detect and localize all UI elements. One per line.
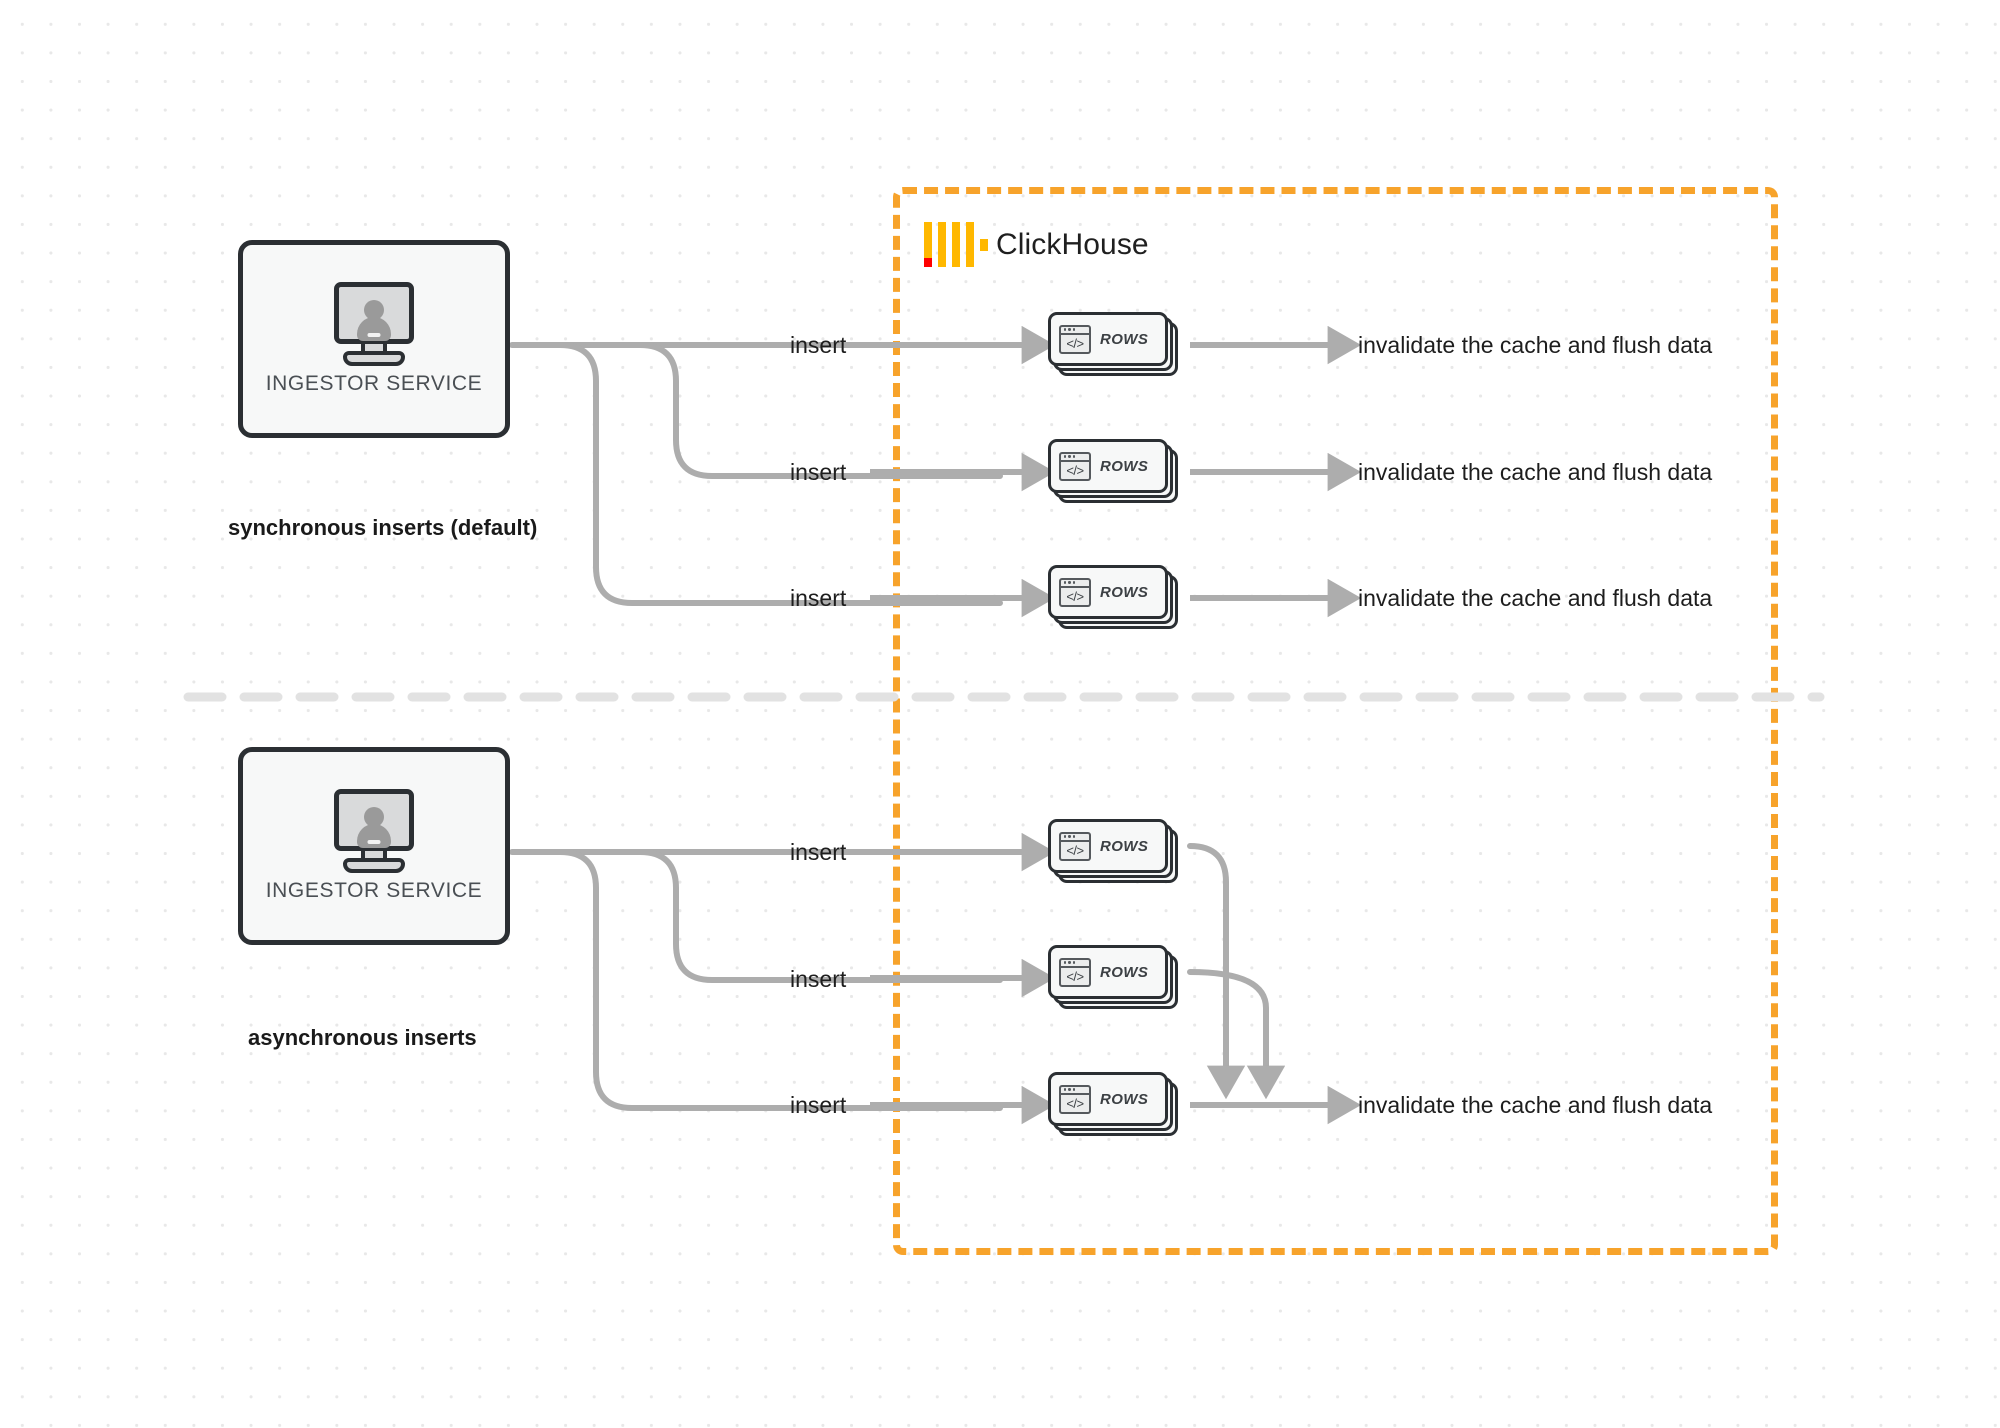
monitor-neck — [361, 851, 387, 862]
clickhouse-logo-group: ClickHouse — [924, 222, 1149, 267]
rows-label: ROWS — [1100, 457, 1149, 475]
logo-bar-2 — [938, 222, 946, 267]
code-glyph: </> — [1066, 1095, 1084, 1111]
code-window-titlebar — [1061, 834, 1089, 842]
rows-node-sync-3[interactable]: </> ROWS — [1048, 565, 1178, 629]
code-glyph: </> — [1066, 335, 1084, 351]
logo-bar-red-accent — [924, 258, 932, 267]
code-glyph: </> — [1066, 968, 1084, 984]
clickhouse-wordmark: ClickHouse — [996, 227, 1149, 261]
code-window-titlebar — [1061, 1087, 1089, 1095]
rows-label: ROWS — [1100, 330, 1149, 348]
rows-node-async-2[interactable]: </> ROWS — [1048, 945, 1178, 1009]
clickhouse-boundary — [893, 187, 1778, 1255]
monitor-indicator — [367, 840, 381, 844]
ingestor-label: INGESTOR SERVICE — [265, 372, 483, 395]
rows-card: </> ROWS — [1048, 945, 1168, 999]
monitor-user-icon — [328, 789, 420, 873]
monitor-base — [343, 351, 405, 366]
logo-bar-3 — [952, 222, 960, 267]
rows-label: ROWS — [1100, 837, 1149, 855]
code-window-icon: </> — [1059, 831, 1091, 861]
rows-card: </> ROWS — [1048, 819, 1168, 873]
out-label-sync-2: invalidate the cache and flush data — [1358, 459, 1713, 485]
rows-card: </> ROWS — [1048, 439, 1168, 493]
code-glyph: </> — [1066, 842, 1084, 858]
code-window-icon: </> — [1059, 1084, 1091, 1114]
insert-label-sync-1: insert — [790, 332, 847, 358]
logo-bar-4 — [966, 222, 974, 267]
code-window-titlebar — [1061, 327, 1089, 335]
rows-node-async-1[interactable]: </> ROWS — [1048, 819, 1178, 883]
rows-node-sync-2[interactable]: </> ROWS — [1048, 439, 1178, 503]
rows-card: </> ROWS — [1048, 565, 1168, 619]
rows-card: </> ROWS — [1048, 312, 1168, 366]
insert-label-sync-2: insert — [790, 459, 847, 485]
user-head-icon — [364, 807, 384, 827]
monitor-neck — [361, 344, 387, 355]
code-glyph: </> — [1066, 462, 1084, 478]
user-body-icon — [357, 824, 391, 848]
insert-label-async-3: insert — [790, 1092, 847, 1118]
rows-label: ROWS — [1100, 583, 1149, 601]
insert-label-sync-3: insert — [790, 585, 847, 611]
section-caption-sync: synchronous inserts (default) — [228, 515, 538, 540]
ingestor-service-sync[interactable]: INGESTOR SERVICE — [238, 240, 510, 438]
code-window-icon: </> — [1059, 324, 1091, 354]
section-caption-async: asynchronous inserts — [248, 1025, 477, 1050]
clickhouse-logo — [924, 222, 988, 267]
insert-label-async-1: insert — [790, 839, 847, 865]
code-window-titlebar — [1061, 960, 1089, 968]
rows-label: ROWS — [1100, 1090, 1149, 1108]
rows-node-async-3[interactable]: </> ROWS — [1048, 1072, 1178, 1136]
rows-node-sync-1[interactable]: </> ROWS — [1048, 312, 1178, 376]
code-window-icon: </> — [1059, 957, 1091, 987]
user-body-icon — [357, 317, 391, 341]
monitor-indicator — [367, 333, 381, 337]
logo-bar-small — [980, 239, 988, 251]
code-glyph: </> — [1066, 588, 1084, 604]
ingestor-service-async[interactable]: INGESTOR SERVICE — [238, 747, 510, 945]
monitor-screen — [334, 282, 414, 344]
out-label-async: invalidate the cache and flush data — [1358, 1092, 1713, 1118]
monitor-base — [343, 858, 405, 873]
out-label-sync-3: invalidate the cache and flush data — [1358, 585, 1713, 611]
monitor-user-icon — [328, 282, 420, 366]
out-label-sync-1: invalidate the cache and flush data — [1358, 332, 1713, 358]
user-head-icon — [364, 300, 384, 320]
code-window-icon: </> — [1059, 577, 1091, 607]
insert-label-async-2: insert — [790, 966, 847, 992]
code-window-titlebar — [1061, 454, 1089, 462]
rows-card: </> ROWS — [1048, 1072, 1168, 1126]
ingestor-label: INGESTOR SERVICE — [265, 879, 483, 902]
code-window-icon: </> — [1059, 451, 1091, 481]
code-window-titlebar — [1061, 580, 1089, 588]
rows-label: ROWS — [1100, 963, 1149, 981]
logo-bar-1 — [924, 222, 932, 267]
